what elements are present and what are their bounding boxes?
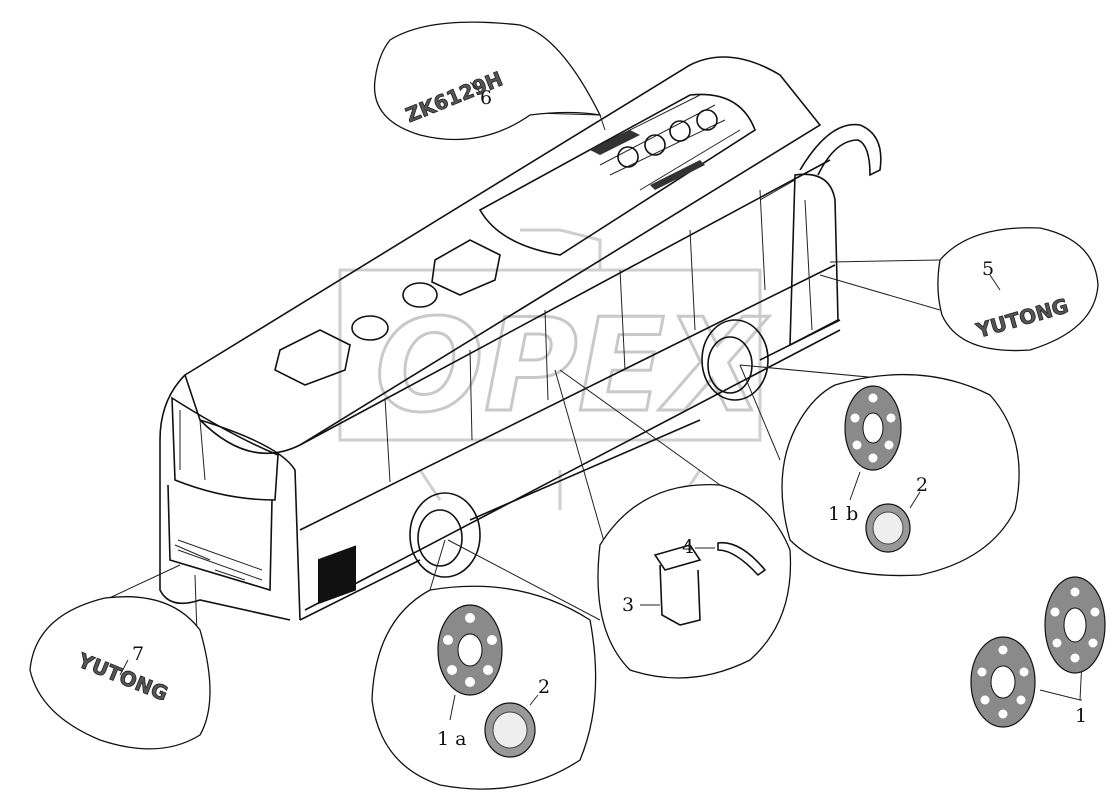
bubble-front-wheel-cover: 1 b 2 xyxy=(781,373,1020,577)
hub-cap-2a xyxy=(484,702,536,758)
bus-illustration xyxy=(159,56,882,621)
bubble-rear-brand: YUTONG 7 xyxy=(29,596,211,750)
rear-wheel xyxy=(409,492,481,578)
callout-5: 5 xyxy=(982,258,994,280)
wheel-cover-1b xyxy=(844,385,902,471)
clip-part-4 xyxy=(717,541,767,577)
wheel-cover-1a xyxy=(437,604,503,696)
callout-2b: 2 xyxy=(916,474,928,496)
callout-2a: 2 xyxy=(538,676,550,698)
loose-wheel-covers: 1 xyxy=(970,576,1106,728)
wheel-cover-1-lower xyxy=(970,636,1036,728)
watermark: OPEX xyxy=(338,228,771,510)
bubble-rear-wheel-cover: 1 a 2 xyxy=(371,585,597,790)
callout-1: 1 xyxy=(1075,705,1087,727)
hub-cap-2b xyxy=(865,503,911,553)
bubble-model-badge: ZK6129H 6 xyxy=(373,21,602,141)
watermark-text: OPEX xyxy=(375,292,769,441)
wheel-cover-1-upper xyxy=(1044,576,1106,674)
callout-7: 7 xyxy=(132,643,144,665)
front-wheel xyxy=(701,319,769,401)
bubble-side-brand: YUTONG 5 xyxy=(937,227,1099,352)
callout-4: 4 xyxy=(682,536,694,558)
roof-ac-unit xyxy=(478,93,756,256)
callout-6: 6 xyxy=(480,87,492,109)
roof-hatch-front xyxy=(431,239,501,296)
clip-part-3 xyxy=(653,544,702,626)
roof-hatch-rear xyxy=(274,329,351,386)
callout-1b: 1 b xyxy=(828,503,858,525)
callout-1a: 1 a xyxy=(437,728,466,750)
bubble-clips: 3 4 xyxy=(597,483,792,679)
callout-3: 3 xyxy=(622,594,634,616)
